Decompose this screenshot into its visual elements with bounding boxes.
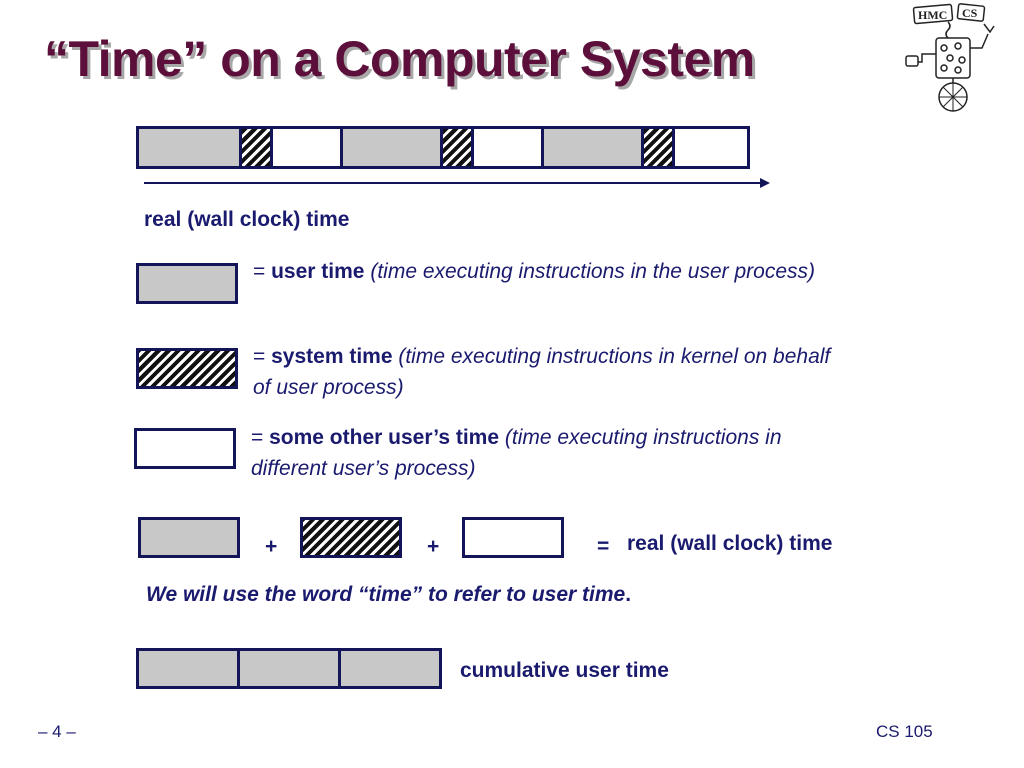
legend-other-swatch [134,428,236,469]
timeline-segment-user [541,129,641,166]
cumulative-swatch-2 [237,648,341,689]
legend-system-desc-2: of user process) [253,376,404,399]
legend-user-desc: (time executing instructions in the user… [370,260,816,283]
note-period: . [625,583,632,606]
note-sentence: We will use the word “time” to refer to … [146,583,626,606]
timeline-segment-other [471,129,541,166]
time-arrow-icon [144,178,770,188]
legend-other-text: = some other user’s time (time executing… [251,422,782,484]
legend-other-term: some other user’s time [269,426,500,449]
timeline-label: real (wall clock) time [144,208,350,231]
legend-system-text: = system time (time executing instructio… [253,341,830,403]
legend-equals: = [253,345,266,368]
legend-system-desc-1: (time executing instructions in kernel o… [398,345,831,368]
equation-result: real (wall clock) time [627,532,833,555]
timeline-segment-system [239,129,270,166]
timeline-bar [136,126,750,169]
legend-other-desc-1: (time executing instructions in [504,426,782,449]
equation-equals: = [597,535,610,558]
legend-system-term: system time [271,345,393,368]
logo-text-hmc: HMC [918,8,947,22]
legend-system-swatch [136,348,238,389]
equation-user-swatch [138,517,240,558]
timeline-segment-system [440,129,471,166]
page-number: – 4 – [38,722,76,741]
timeline-segment-other [270,129,340,166]
logo-text-cs: CS [962,6,978,20]
course-label: CS 105 [876,722,933,741]
legend-equals: = [251,426,264,449]
equation-plus-2: + [427,535,440,558]
timeline-segment-other [672,129,742,166]
cumulative-swatch-1 [136,648,240,689]
cumulative-swatch-3 [338,648,442,689]
timeline-segment-user [139,129,239,166]
legend-other-desc-2: different user’s process) [251,457,476,480]
legend-user-swatch [136,263,238,304]
equation-system-swatch [300,517,402,558]
note-text: We will use the word “time” to refer to … [146,579,631,610]
equation-other-swatch [462,517,564,558]
hmc-cs-robot-logo: HMC CS [905,3,995,112]
legend-equals: = [253,260,266,283]
slide-title: “Time” on a Computer System [44,31,755,87]
equation-plus-1: + [265,535,278,558]
timeline-segment-system [641,129,672,166]
timeline-segment-user [340,129,440,166]
legend-user-text: = user time (time executing instructions… [253,256,815,287]
cumulative-label: cumulative user time [460,659,669,682]
legend-user-term: user time [271,260,365,283]
